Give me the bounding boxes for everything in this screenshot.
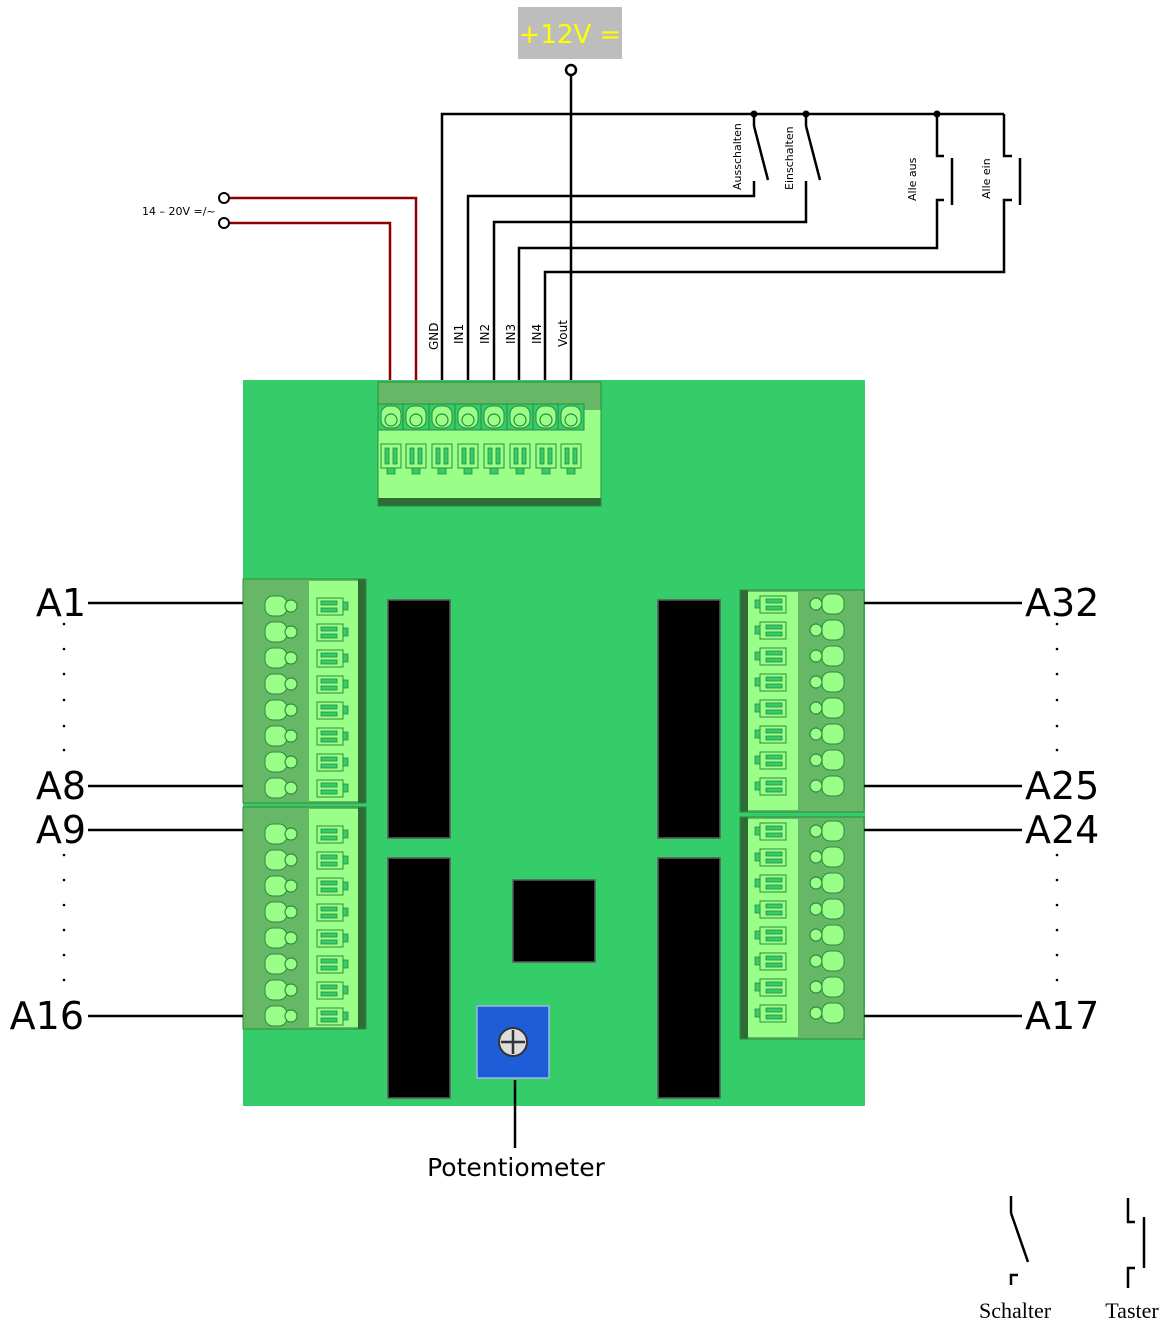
ic-socket-right-top bbox=[657, 599, 721, 839]
supply-label: +12V = bbox=[519, 20, 622, 50]
microcontroller-chip bbox=[512, 879, 596, 963]
ic-socket-right-bottom bbox=[657, 857, 721, 1099]
power-terminal-1 bbox=[218, 192, 230, 204]
pin-label-vout: Vout bbox=[556, 320, 570, 347]
output-label-a9: A9 bbox=[36, 808, 86, 852]
switch-label-alle-ein: Alle ein bbox=[980, 158, 993, 199]
pin-label-in1: IN1 bbox=[452, 324, 466, 344]
ic-socket-left-top bbox=[387, 599, 451, 839]
legend-switch-label: Schalter bbox=[979, 1298, 1052, 1323]
output-label-a32: A32 bbox=[1025, 581, 1099, 625]
power-terminal-2 bbox=[218, 217, 230, 229]
switch-label-alle-aus: Alle aus bbox=[906, 157, 919, 201]
legend-button-label: Taster bbox=[1105, 1298, 1159, 1323]
power-input-wiring bbox=[229, 196, 418, 380]
output-label-a8: A8 bbox=[36, 764, 86, 808]
output-label-a16: A16 bbox=[10, 994, 84, 1038]
pin-label-in3: IN3 bbox=[504, 324, 518, 344]
output-label-a1: A1 bbox=[36, 581, 86, 625]
output-leaders bbox=[88, 601, 1022, 1018]
potentiometer-label: Potentiometer bbox=[427, 1153, 605, 1182]
control-wiring bbox=[440, 75, 1022, 380]
pin-label-in2: IN2 bbox=[478, 324, 492, 344]
input-voltage-label: 14 – 20V =/~ bbox=[142, 205, 216, 218]
legend-switch-symbol bbox=[1009, 1196, 1030, 1285]
pin-label-in4: IN4 bbox=[530, 324, 544, 344]
supply-label-box: +12V = bbox=[518, 7, 622, 59]
range-dots bbox=[62, 622, 1059, 982]
junction-dots bbox=[750, 110, 941, 118]
output-terminal-block-a1-a8 bbox=[242, 578, 367, 804]
output-label-a24: A24 bbox=[1025, 808, 1099, 852]
pin-label-gnd: GND bbox=[427, 322, 441, 350]
switch-label-ausschalten: Ausschalten bbox=[731, 123, 744, 190]
input-terminal-block bbox=[377, 381, 602, 507]
potentiometer bbox=[476, 1005, 550, 1079]
ic-sockets bbox=[387, 599, 721, 1099]
output-terminal-block-a9-a16 bbox=[242, 806, 367, 1030]
output-label-a25: A25 bbox=[1025, 764, 1099, 808]
ic-socket-left-bottom bbox=[387, 857, 451, 1099]
output-terminal-block-a25-a32 bbox=[739, 589, 865, 813]
supply-terminal bbox=[564, 63, 578, 77]
legend-button-symbol bbox=[1126, 1198, 1146, 1288]
switch-label-einschalten: Einschalten bbox=[783, 126, 796, 190]
output-label-a17: A17 bbox=[1025, 994, 1099, 1038]
output-terminal-block-a17-a24 bbox=[739, 816, 865, 1040]
